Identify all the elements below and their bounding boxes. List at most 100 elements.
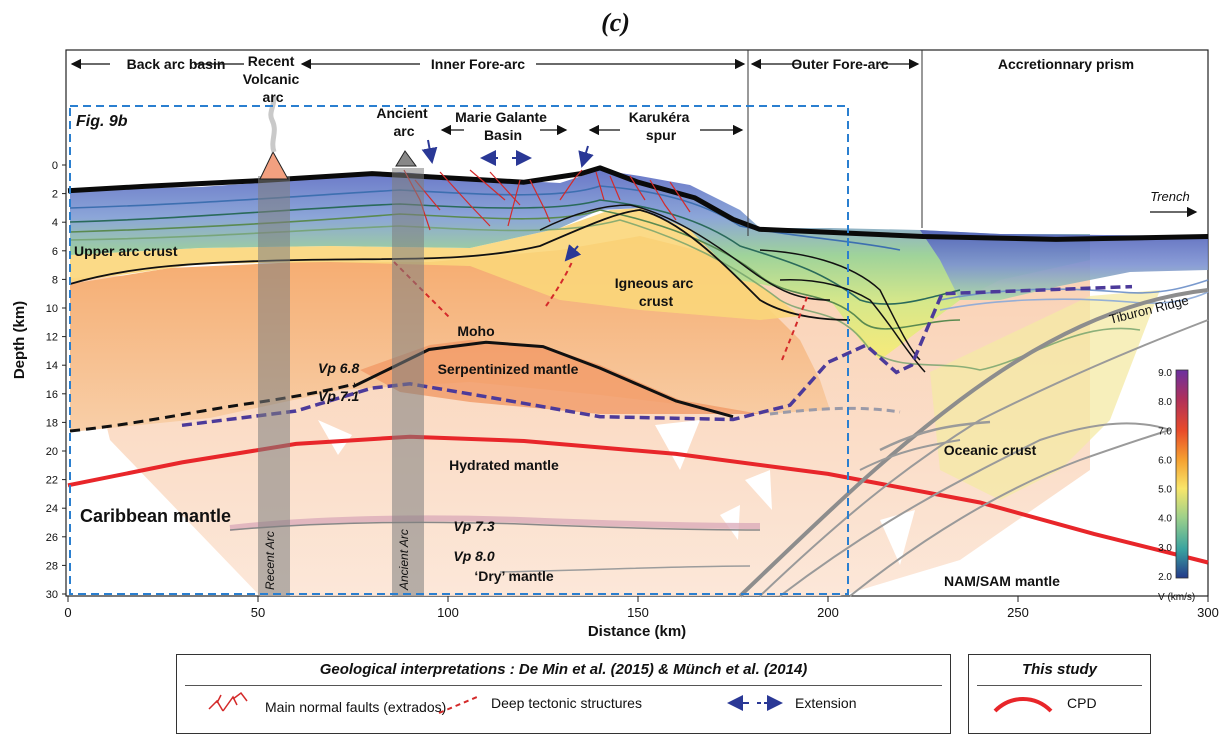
upper-crust-fill — [70, 170, 1090, 360]
y-tick-label: 12 — [46, 332, 58, 344]
zone-arrows — [70, 58, 1198, 218]
legend-divider — [977, 685, 1142, 686]
prism-base — [759, 249, 921, 361]
moho-label: Moho — [457, 323, 494, 339]
mantle-gap — [720, 505, 740, 540]
vp71-grey — [769, 406, 901, 416]
dry-mantle-line — [499, 565, 751, 573]
cpd-legend-icon — [993, 697, 1053, 713]
oceanic-crust-label: Oceanic crust — [944, 442, 1037, 458]
vp80-label: Vp 8.0 — [453, 548, 494, 564]
nam-sam-mantle-label: NAM/SAM mantle — [944, 573, 1060, 589]
ancient-arc-column — [392, 168, 424, 596]
ancient-arc-bar-label: Ancient Arc — [397, 529, 411, 591]
y-tick-label: 24 — [46, 503, 58, 515]
deep-structure-legend-icon — [438, 696, 478, 714]
colorbar-ticks: 9.0 8.0 7.0 6.0 5.0 4.0 3.0 2.0 — [1158, 368, 1172, 583]
colorbar-tick-label: 8.0 — [1158, 397, 1172, 408]
prism-base-2 — [779, 279, 926, 373]
colorbar-label: V (km/s) — [1158, 592, 1195, 603]
y-tick-label: 4 — [52, 217, 58, 229]
x-ticks: 0 50 100 150 200 250 300 — [64, 596, 1219, 620]
x-tick-label: 100 — [437, 605, 459, 620]
legend-study-title: This study — [1021, 661, 1097, 678]
zone-accretionary-prism-label: Accretionnary prism — [998, 56, 1134, 72]
oceanic-wedge-fill — [930, 290, 1160, 500]
x-tick-label: 250 — [1007, 605, 1029, 620]
y-tick-label: 18 — [46, 417, 58, 429]
y-tick-label: 26 — [46, 532, 58, 544]
colorbar-tick-label: 4.0 — [1158, 514, 1172, 525]
slab-lines — [738, 288, 1209, 598]
y-tick-label: 8 — [52, 274, 58, 286]
hydrated-mantle-label: Hydrated mantle — [449, 457, 559, 473]
fig-9b-label: Fig. 9b — [76, 113, 128, 130]
x-tick-label: 50 — [251, 605, 265, 620]
legend-this-study: This study CPD — [968, 654, 1151, 734]
extension-arrows — [421, 139, 594, 262]
y-tick-label: 30 — [46, 589, 58, 601]
mantle-gap — [655, 420, 700, 470]
zone-inner-fore-arc-label: Inner Fore-arc — [431, 56, 525, 72]
upper-arc-crust-label: Upper arc crust — [74, 243, 178, 259]
vp71-line — [181, 284, 1133, 428]
zone-outer-fore-arc-label: Outer Fore-arc — [791, 56, 888, 72]
legend-geological-title: Geological interpretations : De Min et a… — [319, 661, 808, 678]
y-tick-label: 14 — [46, 360, 58, 372]
serpentinized-label: Serpentinized mantle — [438, 361, 579, 377]
x-tick-label: 0 — [64, 605, 71, 620]
igneous-crust-fill — [70, 208, 800, 320]
seafloor-line — [67, 165, 1209, 242]
marie-galante-label: Marie Galante Basin — [455, 109, 551, 143]
mantle-gap — [745, 470, 772, 510]
y-tick-label: 20 — [46, 446, 58, 458]
recent-volcano-icon — [259, 150, 289, 180]
panel-label: (c) — [601, 8, 630, 37]
recent-arc-bar-label: Recent Arc — [263, 531, 277, 590]
zone-recent-arc-label: Recent Volcanic arc — [243, 53, 303, 105]
legend-item-deep: Deep tectonic structures — [491, 695, 642, 711]
x-axis-label: Distance (km) — [588, 623, 686, 640]
fault-legend-icon — [208, 691, 248, 712]
vp73-line — [229, 515, 761, 531]
volcano-plume-icon — [268, 95, 277, 153]
y-tick-label: 10 — [46, 303, 58, 315]
ancient-arc-label: Ancient arc — [376, 105, 431, 139]
vp73-label: Vp 7.3 — [453, 518, 494, 534]
igneous-top — [539, 204, 831, 301]
karukera-label: Karukéra spur — [629, 109, 694, 143]
igneous-arc-crust-label: Igneous arc crust — [615, 275, 697, 309]
trench-label: Trench — [1150, 189, 1190, 204]
colorbar-tick-label: 9.0 — [1158, 368, 1172, 379]
fig-9b-box — [69, 105, 849, 595]
y-tick-label: 2 — [52, 189, 58, 201]
colorbar-tick-label: 6.0 — [1158, 455, 1172, 466]
colorbar-tick-label: 2.0 — [1158, 572, 1172, 583]
arc-crust-base — [69, 209, 851, 321]
vp71-label: Vp 7.1 — [318, 388, 359, 404]
dry-mantle-label: ‘Dry’ mantle — [474, 568, 554, 584]
caribbean-mantle-label: Caribbean mantle — [80, 506, 231, 526]
colorbar-tick-label: 5.0 — [1158, 485, 1172, 496]
colorbar-tick-label: 3.0 — [1158, 543, 1172, 554]
recent-arc-column — [258, 176, 290, 596]
x-tick-label: 200 — [817, 605, 839, 620]
x-tick-label: 150 — [627, 605, 649, 620]
moho-dashed — [69, 382, 356, 433]
y-tick-label: 0 — [52, 160, 58, 172]
y-tick-label: 16 — [46, 389, 58, 401]
vp68-label: Vp 6.8 — [318, 360, 359, 376]
x-tick-label: 300 — [1197, 605, 1219, 620]
extension-legend-icon — [727, 695, 783, 711]
vp80-line — [229, 521, 761, 531]
y-axis-label: Depth (km) — [11, 301, 28, 379]
cross-section: 9.08.07.06.05.04.03.02.0 V (km/s) 050100… — [11, 49, 1219, 640]
legend-geological: Geological interpretations : De Min et a… — [176, 654, 951, 734]
legend-item-faults: Main normal faults (extrados) — [265, 699, 447, 715]
colorbar-tick-label: 7.0 — [1158, 426, 1172, 437]
y-tick-label: 22 — [46, 475, 58, 487]
mantle-gap — [880, 510, 915, 565]
cpd-line — [67, 434, 1209, 565]
ancient-volcano-icon — [395, 150, 417, 167]
